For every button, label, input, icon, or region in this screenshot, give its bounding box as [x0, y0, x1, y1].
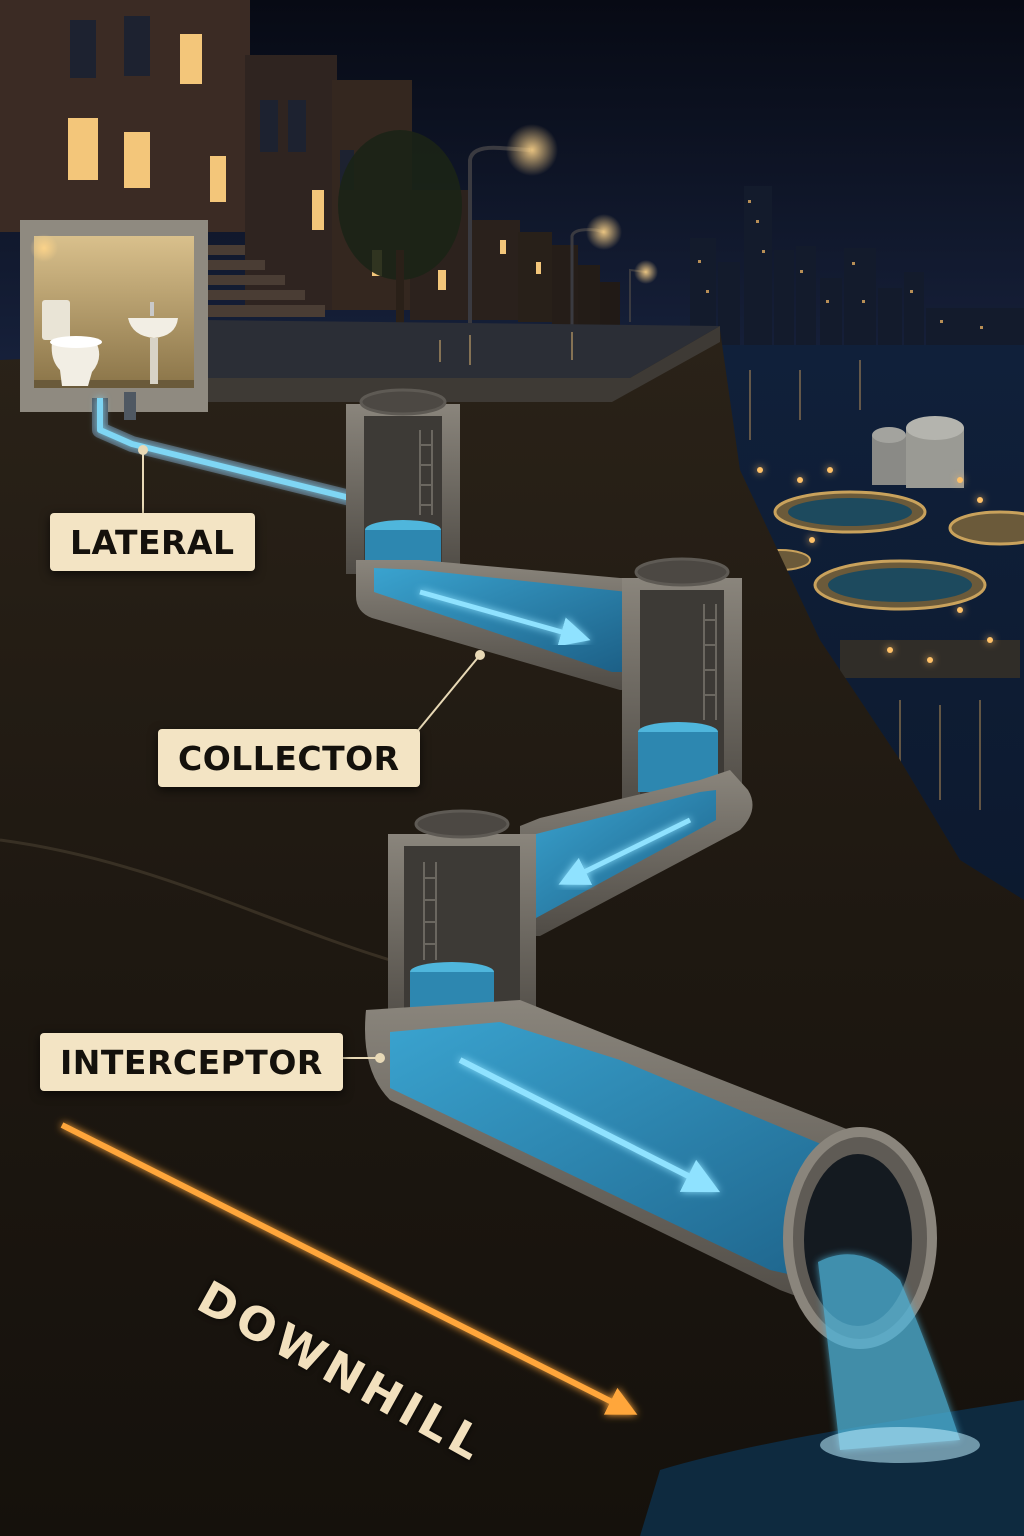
street-slab [205, 320, 720, 378]
interceptor-label: INTERCEPTOR [40, 1033, 343, 1091]
soil-strata-line [0, 838, 391, 962]
street-lamps [468, 124, 658, 328]
flow-arrow-2 [558, 817, 692, 885]
manhole-1 [346, 388, 460, 574]
downhill-arrow [60, 1122, 638, 1415]
flow-arrow-3 [458, 1057, 721, 1193]
manhole-2 [622, 557, 742, 808]
street-reflections [439, 332, 573, 365]
plant-lights [757, 467, 993, 663]
flow-arrow-1 [419, 589, 591, 647]
lateral-label: LATERAL [50, 513, 255, 571]
skyline-windows [698, 200, 983, 329]
bathroom-cutaway [20, 220, 208, 412]
street-slab-edge [205, 326, 720, 402]
treatment-plant [749, 416, 1024, 678]
front-stairs [205, 245, 325, 317]
street-tree [338, 130, 462, 280]
collector-label: COLLECTOR [158, 729, 420, 787]
city-skyline [690, 186, 1024, 348]
collector-pipe-upper [356, 560, 640, 690]
collector-pipe-lower [520, 770, 753, 936]
outfall-waterfall [818, 1254, 980, 1463]
